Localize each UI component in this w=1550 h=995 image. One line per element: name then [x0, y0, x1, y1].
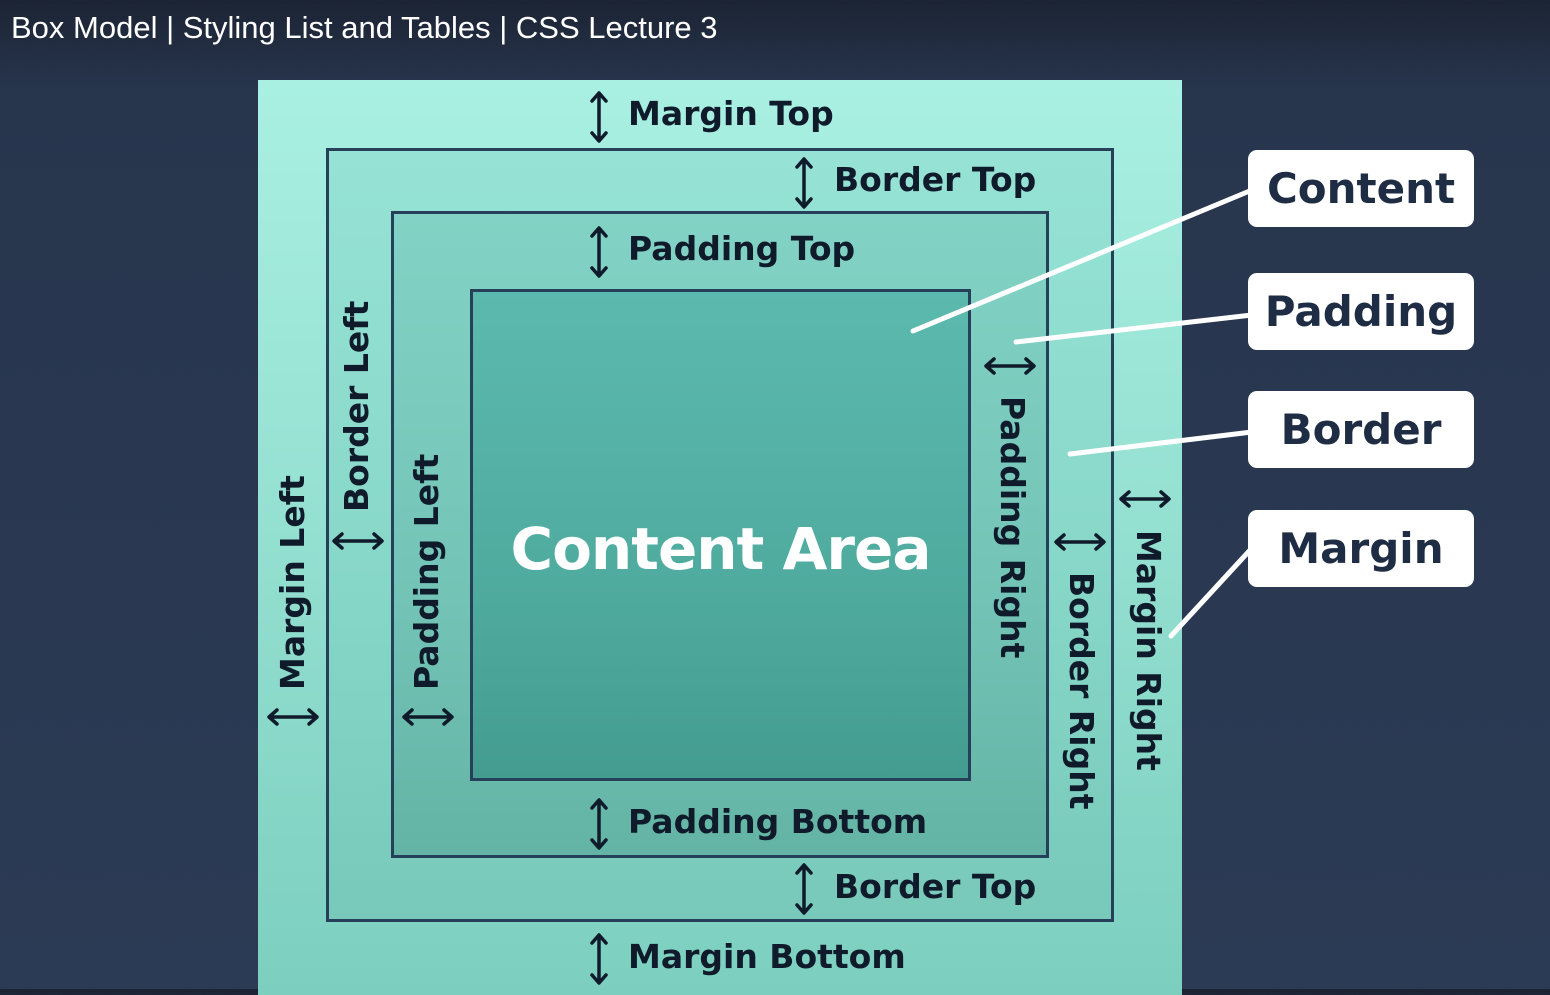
- legend-padding: Padding: [1248, 273, 1474, 350]
- margin-right-arrow-icon: [1119, 490, 1171, 508]
- padding-connector-line: [1013, 312, 1255, 345]
- margin-bottom-label: Margin Bottom: [628, 937, 906, 976]
- margin-top-label: Margin Top: [628, 94, 834, 133]
- content-connector-line: [910, 187, 1255, 334]
- legend-content: Content: [1248, 150, 1474, 227]
- content-layer: [470, 289, 971, 781]
- legend-margin: Margin: [1248, 510, 1474, 587]
- margin-bottom-arrow-icon: [590, 933, 608, 985]
- legend-border: Border: [1248, 391, 1474, 468]
- margin-connector-line: [1168, 545, 1255, 639]
- border-bottom-label: Border Top: [834, 867, 1037, 906]
- padding-bottom-arrow-icon: [590, 798, 608, 850]
- padding-top-arrow-icon: [590, 226, 608, 278]
- margin-left-arrow-icon: [267, 708, 319, 726]
- padding-right-arrow-icon: [984, 357, 1036, 375]
- border-right-arrow-icon: [1054, 533, 1106, 551]
- content-area-label: Content Area: [510, 515, 932, 583]
- margin-top-arrow-icon: [590, 91, 608, 143]
- border-bottom-arrow-icon: [795, 863, 813, 915]
- border-left-arrow-icon: [332, 532, 384, 550]
- border-top-arrow-icon: [795, 157, 813, 209]
- padding-top-label: Padding Top: [628, 229, 856, 268]
- video-title: Box Model | Styling List and Tables | CS…: [11, 10, 718, 45]
- border-connector-line: [1067, 429, 1255, 457]
- padding-bottom-label: Padding Bottom: [628, 802, 928, 841]
- padding-left-arrow-icon: [402, 708, 454, 726]
- border-top-label: Border Top: [834, 160, 1037, 199]
